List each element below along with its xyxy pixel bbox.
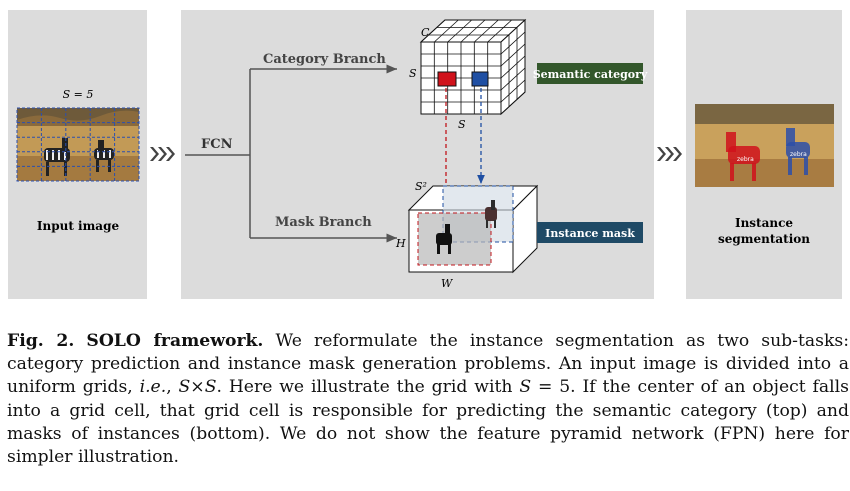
category-dim-c: C — [421, 26, 430, 39]
triple-chevron-icon — [150, 147, 175, 161]
semantic-category-tag — [537, 63, 643, 84]
caption-ie: i.e. — [139, 377, 167, 398]
mask-dim-w: W — [441, 277, 454, 290]
output-image: zebra zebra — [695, 104, 834, 187]
caption-s: S — [519, 377, 532, 398]
input-image-caption: Input image — [37, 219, 120, 233]
figure-caption: Fig. 2. SOLO framework. We reformulate t… — [7, 330, 849, 469]
mask-branch-label: Mask Branch — [275, 215, 372, 230]
input-image — [16, 107, 140, 182]
caption-sxs: S×S — [178, 377, 217, 398]
semantic-category-label: Semantic category — [533, 68, 648, 81]
triple-chevron-icon — [657, 147, 682, 161]
caption-text-part2: , — [166, 377, 179, 398]
mask-dim-h: H — [395, 237, 406, 250]
mask-dim-s2: S² — [415, 180, 427, 193]
input-grid-overlay — [16, 107, 140, 182]
zebra-label-right: zebra — [790, 151, 807, 158]
instance-mask-tag — [537, 222, 643, 243]
red-category-cell — [437, 71, 457, 87]
category-dim-s-bottom: S — [458, 118, 466, 131]
figure-title: SOLO framework. — [86, 331, 264, 351]
caption-text-part1: We reformulate the instance segmentation… — [7, 331, 849, 398]
caption-text-part3: . Here we illustrate the grid with — [216, 377, 520, 398]
output-caption-line1: Instance — [735, 216, 793, 230]
instance-mask-label: Instance mask — [545, 227, 635, 240]
zebra-silhouette-red — [436, 224, 452, 254]
figure-label: Fig. 2. — [7, 331, 75, 351]
zebra-mask-red — [726, 132, 760, 181]
output-caption-line2: segmentation — [718, 232, 810, 246]
caption-text-part4: = 5. If the center of an object falls in… — [7, 377, 849, 468]
zebra-label-left: zebra — [737, 156, 754, 163]
zebra-silhouette-blue — [485, 200, 497, 228]
fcn-label: FCN — [201, 137, 233, 152]
blue-category-cell — [471, 71, 489, 87]
solo-framework-diagram: S = 5 — [8, 10, 842, 299]
zebra-mask-blue — [786, 128, 810, 175]
mask-tensor — [407, 184, 539, 274]
grid-size-label: S = 5 — [63, 88, 94, 101]
category-tensor — [419, 18, 527, 116]
category-dim-s-left: S — [409, 67, 417, 80]
category-branch-label: Category Branch — [263, 52, 386, 67]
